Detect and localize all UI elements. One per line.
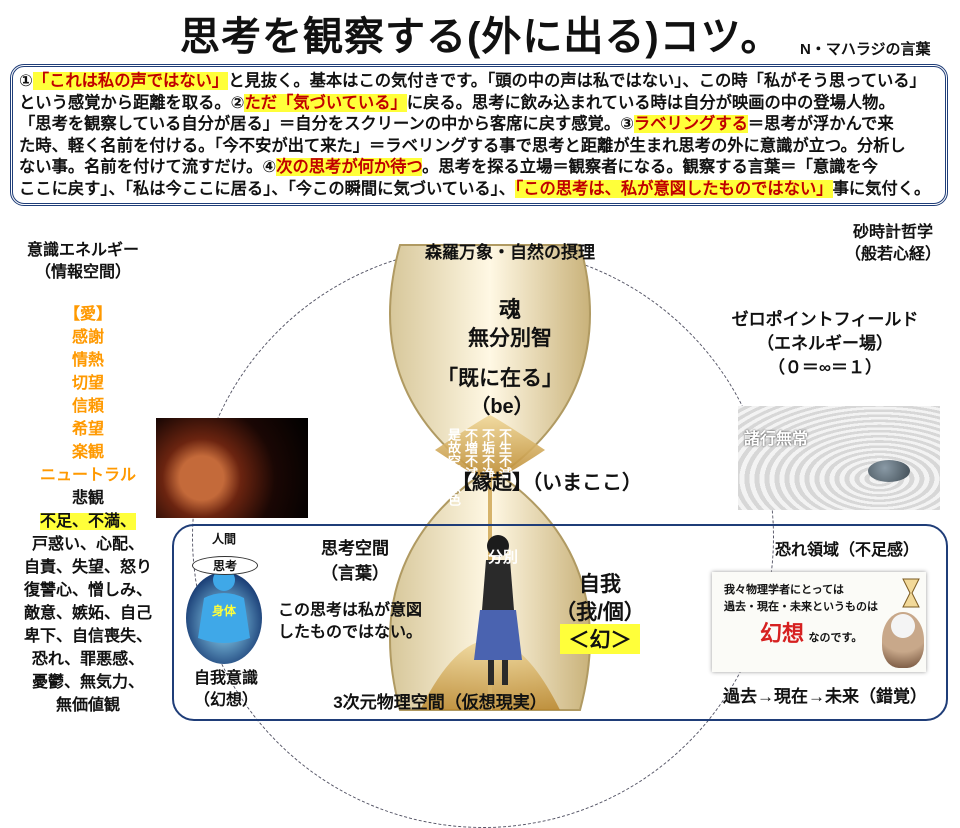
illusion-label: ＜幻＞: [560, 624, 640, 654]
thought-note: この思考は私が意図 したものではない。: [278, 602, 423, 641]
bunbetsu-label: 分別: [487, 549, 518, 566]
thought-bubble: 思考: [192, 556, 258, 575]
intro-text: ①: [19, 72, 33, 90]
person-figure: [474, 535, 522, 685]
intro-text: と見抜く。基本はこの気付きです。「頭の中の声は私ではない」、この時「私がそう思っ…: [228, 72, 926, 90]
zpf-label: ゼロポイントフィールド （エネルギー場） （０＝∞＝１）: [731, 310, 919, 377]
einstein-quote-card: 我々物理学者にとっては 過去・現在・未来というものは 幻想 なのです。: [712, 572, 926, 672]
zen-garden-image: [738, 406, 940, 510]
intro-highlight: 「この思考は、私が意図したものではない」: [515, 179, 833, 198]
intro-line: た時、軽く名前を付ける。「今不安が出て来た」＝ラベリングする事で思考と距離が生ま…: [19, 136, 939, 158]
meditation-figure: 人間 思考 身体: [178, 530, 270, 666]
einstein-portrait: [882, 612, 924, 668]
intro-text: ここに戻す」、「私は今ここに居る」、「今この瞬間に気づいている」、: [19, 179, 516, 198]
already-label: 「既に在る」: [437, 367, 563, 390]
intro-text: に戻る。思考に飲み込まれている時は自分が映画の中の登場人物。: [406, 93, 895, 112]
emotion-scale: 【愛】 感謝 情熱 切望 信頼 希望 楽観 ニュートラル 悲観 不足、不満、 戸…: [23, 306, 152, 714]
intro-text: ＝思考が浮かんで来: [747, 115, 894, 133]
buddha-image: 不生不滅 不垢不浄 不増不減 是故空中無色: [156, 418, 512, 518]
page-subtitle: N・マハラジの言葉: [800, 41, 931, 58]
ego-sub-label: （我/個）: [555, 601, 645, 624]
time-illusion-label: 過去→現在→未来（錯覚）: [723, 687, 927, 706]
intro-text: という感覚から距離を取る。②: [19, 93, 245, 112]
body-label: 身体: [211, 604, 236, 618]
intro-textbox: ①「これは私の声ではない」と見抜く。基本はこの気付きです。「頭の中の声は私ではな…: [10, 64, 948, 206]
intro-highlight: ラベリングする: [633, 115, 748, 133]
intro-text: 事に気付く。: [832, 179, 931, 198]
page-title: 思考を観察する(外に出る)コツ。: [180, 15, 782, 59]
intro-text: た時、軽く名前を付ける。「今不安が出て来た」＝ラベリングする事で思考と距離が生ま…: [19, 136, 906, 155]
engi-label: 【縁起】（いまここ）: [452, 472, 642, 494]
intro-text: ない事。名前を付けて流すだけ。④: [19, 158, 277, 176]
soul-label: 魂: [498, 297, 521, 322]
title-area: 思考を観察する(外に出る)コツ。 N・マハラジの言葉: [0, 4, 960, 64]
intro-line: 「思考を観察している自分が居る」＝自分をスクリーンの中から客席に戻す感覚。③ラベ…: [19, 114, 939, 136]
be-label: （be）: [470, 396, 534, 418]
intro-highlight: ただ「気づいている」: [244, 93, 407, 112]
center-heading: 森羅万象・自然の摂理: [425, 243, 595, 262]
intro-highlight: 次の思考が何か待つ: [276, 158, 423, 176]
sutra-text: 不生不滅 不垢不浄 不増不減 是故空中無色: [446, 428, 512, 506]
intro-highlight: 「これは私の声ではない」: [32, 72, 229, 90]
thought-space-heading: 思考空間 （言葉）: [321, 539, 389, 583]
shogyo-label: 諸行無常: [744, 431, 809, 448]
small-hourglass-icon: [902, 578, 920, 608]
intro-line: ここに戻す」、「私は今ここに居る」、「今この瞬間に気づいている」、「この思考は、…: [19, 179, 939, 201]
intro-line: という感覚から距離を取る。②ただ「気づいている」に戻る。思考に飲み込まれている時…: [19, 93, 939, 115]
intro-line: ①「これは私の声ではない」と見抜く。基本はこの気付きです。「頭の中の声は私ではな…: [19, 71, 939, 93]
intro-line: ない事。名前を付けて流すだけ。④次の思考が何か待つ。思考を探る立場＝観察者になる…: [19, 157, 939, 179]
sand-heading: 砂時計哲学 （般若心経）: [844, 224, 941, 263]
wisdom-label: 無分別智: [468, 327, 552, 350]
intro-text: 「思考を観察している自分が居る」＝自分をスクリーンの中から客席に戻す感覚。③: [19, 115, 634, 133]
fear-label: 恐れ領域（不足感）: [774, 542, 919, 559]
ego-label: 自我: [579, 573, 621, 596]
self-awareness-label: 自我意識 （幻想）: [193, 670, 258, 709]
physical-space-label: 3次元物理空間（仮想現実）: [333, 693, 547, 712]
zen-stone: [868, 460, 910, 482]
intro-text: 。思考を探る立場＝観察者になる。観察する言葉＝「意識を今: [422, 158, 878, 176]
left-heading: 意識エネルギー （情報空間）: [26, 242, 139, 281]
